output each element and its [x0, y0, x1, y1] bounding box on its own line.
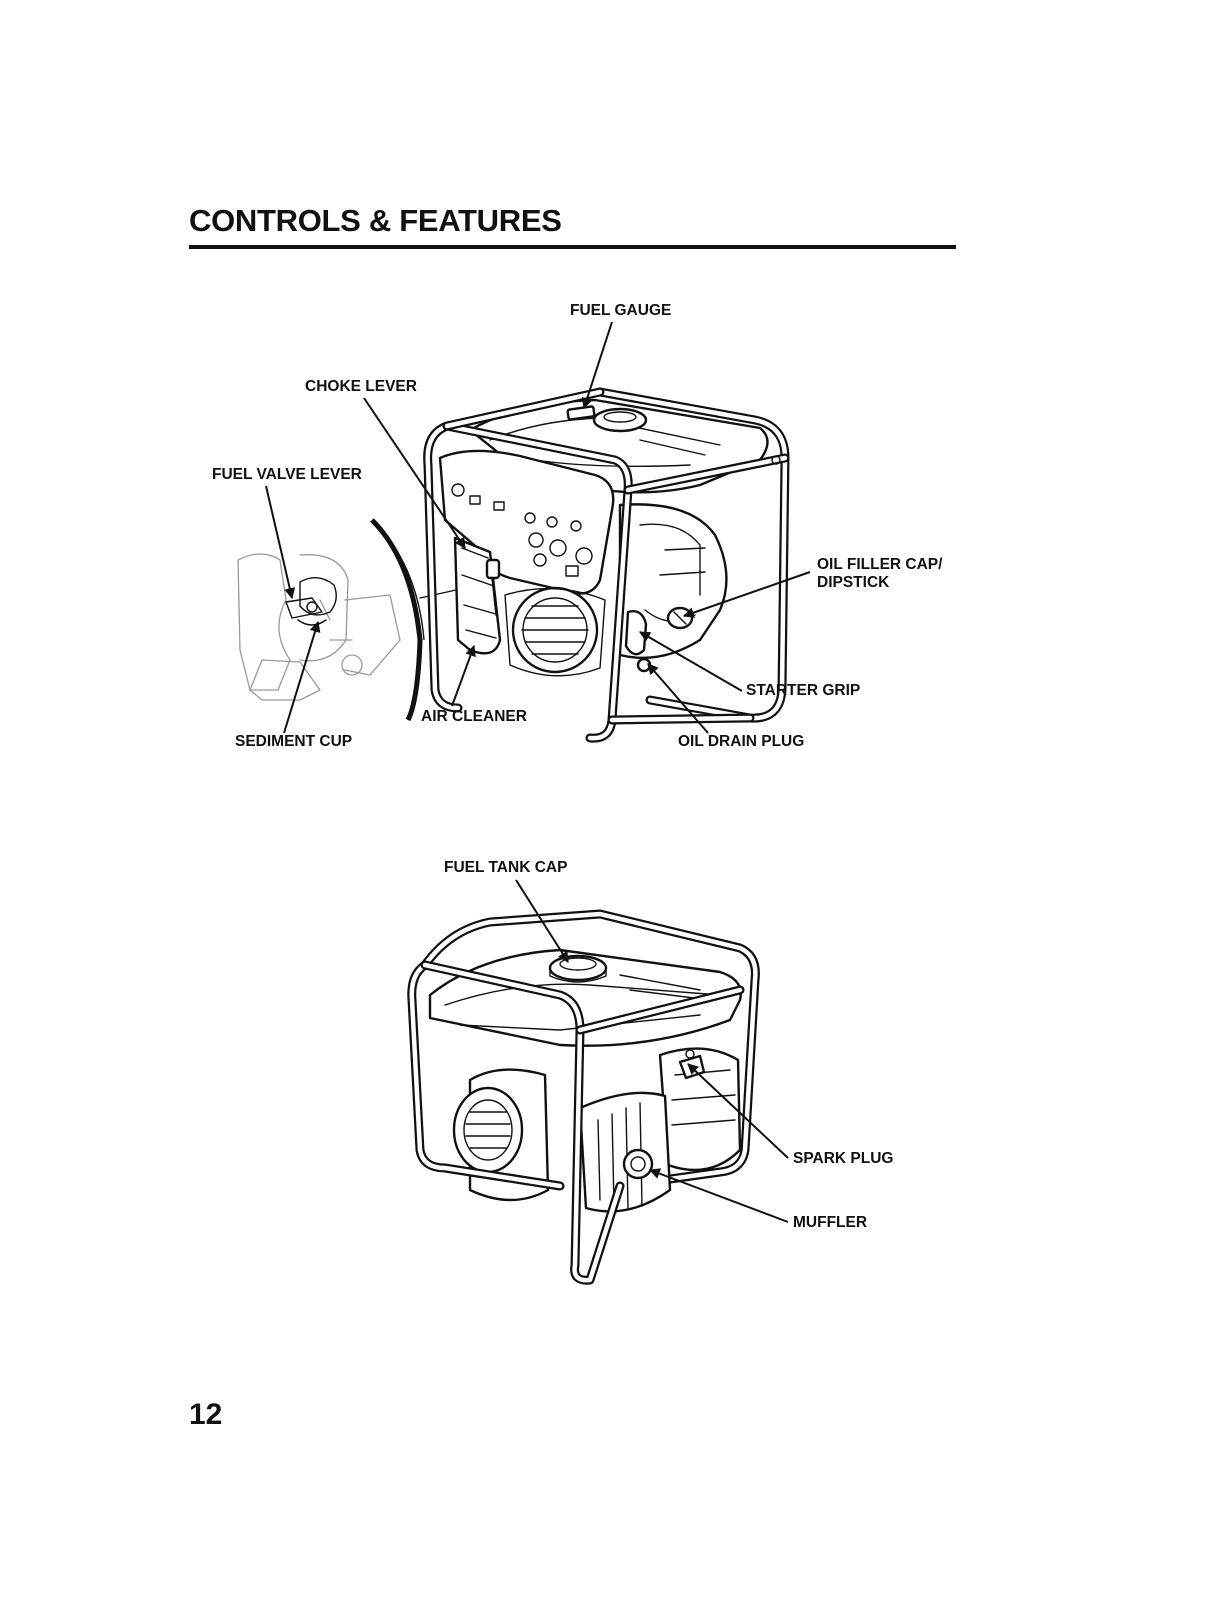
- label-fuel-valve-lever: FUEL VALVE LEVER: [212, 466, 362, 483]
- page-title: CONTROLS & FEATURES: [189, 203, 562, 238]
- generator-front-view: [237, 387, 790, 743]
- label-fuel-gauge: FUEL GAUGE: [570, 302, 672, 319]
- top-figure-leaders: [265, 321, 811, 734]
- label-oil-filler-cap-line2: DIPSTICK: [817, 574, 890, 591]
- label-oil-filler-cap-line1: OIL FILLER CAP/: [817, 556, 943, 573]
- generator-rear-view: [407, 909, 760, 1285]
- label-choke-lever: CHOKE LEVER: [305, 378, 417, 395]
- label-oil-drain-plug: OIL DRAIN PLUG: [678, 733, 805, 750]
- bottom-figure-leaders: [515, 879, 789, 1223]
- title-rule: [189, 245, 956, 249]
- page-number: 12: [189, 1398, 223, 1431]
- label-starter-grip: STARTER GRIP: [746, 682, 861, 699]
- label-fuel-tank-cap: FUEL TANK CAP: [444, 859, 568, 876]
- label-spark-plug: SPARK PLUG: [793, 1150, 894, 1167]
- fuel-valve-detail-sketch: [237, 553, 401, 701]
- label-air-cleaner: AIR CLEANER: [421, 708, 527, 725]
- label-oil-filler-cap: OIL FILLER CAP/ DIPSTICK: [817, 556, 942, 592]
- label-muffler: MUFFLER: [793, 1214, 868, 1231]
- label-sediment-cup: SEDIMENT CUP: [235, 733, 353, 750]
